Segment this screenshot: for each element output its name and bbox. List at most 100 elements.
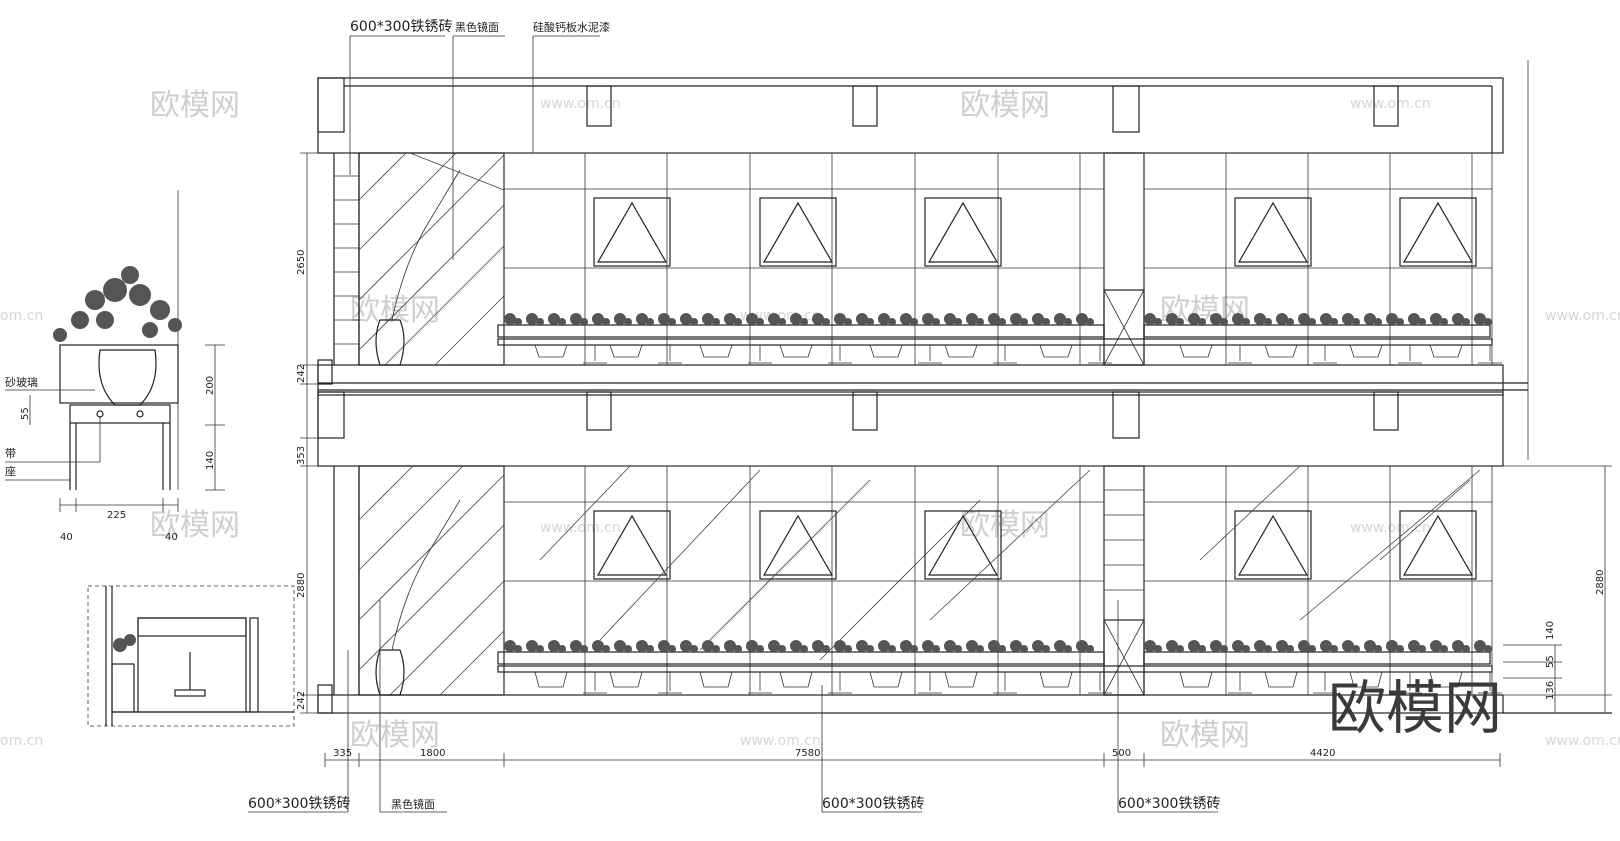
framed-art-triangle (927, 514, 999, 576)
plant-foliage (746, 640, 758, 652)
plant-foliage (844, 318, 852, 326)
plant-foliage (1430, 313, 1442, 325)
framed-art-triangle (762, 201, 834, 263)
plant-foliage (932, 318, 940, 326)
brand-logo: 欧模网 (1328, 674, 1502, 742)
chair (1429, 671, 1463, 688)
plant-foliage (900, 313, 912, 325)
mirror-panel-upper (358, 152, 505, 366)
dim-40-left: 40 (60, 532, 73, 543)
beam (586, 391, 612, 431)
plant-foliage (624, 318, 632, 326)
chair (1349, 671, 1383, 688)
plant-foliage (624, 645, 632, 653)
dim-1800: 1800 (420, 748, 445, 759)
plant-foliage (822, 318, 830, 326)
plant-foliage (954, 318, 962, 326)
plant-foliage (812, 640, 824, 652)
plant-foliage (592, 640, 604, 652)
plant-foliage (834, 640, 846, 652)
plant-foliage (690, 645, 698, 653)
framed-art-triangle (762, 514, 834, 576)
plant-foliage (900, 640, 912, 652)
planter-box (1143, 324, 1491, 338)
plant-foliage (1264, 318, 1272, 326)
plant-foliage (514, 645, 522, 653)
base-block (317, 359, 333, 385)
plant-foliage (570, 640, 582, 652)
plant-foliage (822, 645, 830, 653)
watermark-brand: 欧模网 (150, 508, 240, 543)
plant-foliage (1086, 318, 1094, 326)
plant-foliage (768, 640, 780, 652)
chair (944, 671, 978, 688)
chair (1179, 671, 1213, 688)
plant-foliage (932, 645, 940, 653)
plant-foliage (922, 313, 934, 325)
chair (1179, 344, 1213, 358)
plant-foliage (1462, 318, 1470, 326)
plant-foliage (856, 313, 868, 325)
watermark-url: www.om.cn (1545, 733, 1620, 749)
top-slab-column-left (317, 77, 345, 133)
elevation-structure (317, 60, 1612, 714)
chair (699, 671, 733, 688)
plant-foliage (1474, 313, 1486, 325)
plant-foliage (1166, 640, 1178, 652)
plant-foliage (1408, 640, 1420, 652)
plant-foliage (800, 645, 808, 653)
plant-stem (391, 169, 461, 321)
plant-foliage (702, 313, 714, 325)
dim-40-right: 40 (165, 532, 178, 543)
plant-foliage (790, 640, 802, 652)
plant-foliage (746, 313, 758, 325)
plant-foliage (1286, 645, 1294, 653)
watermark-url: om.cn (0, 308, 43, 324)
plant-foliage (998, 645, 1006, 653)
plant-foliage (1418, 645, 1426, 653)
booth-section-detail (87, 585, 295, 727)
plant-foliage (614, 640, 626, 652)
plant-foliage (976, 645, 984, 653)
plant-foliage (1396, 318, 1404, 326)
watermark-url: www.om.cn (1545, 308, 1620, 324)
dim-7580: 7580 (795, 748, 820, 759)
plant-foliage (1210, 313, 1222, 325)
plant-foliage (1032, 640, 1044, 652)
plant-foliage (778, 318, 786, 326)
plant-foliage (878, 313, 890, 325)
window-grid-lower (503, 465, 1493, 695)
plant-foliage (1188, 640, 1200, 652)
plant-foliage (558, 645, 566, 653)
framed-art-triangle (1237, 514, 1309, 576)
base-block (317, 684, 333, 714)
plant-foliage (1020, 318, 1028, 326)
plant-foliage (602, 645, 610, 653)
label-bottom-mirror: 黑色镜面 (391, 797, 435, 811)
plant-foliage (658, 640, 670, 652)
window-grid-upper (503, 152, 1493, 365)
plant-foliage (614, 313, 626, 325)
chair (1429, 344, 1463, 358)
chair (534, 671, 568, 688)
plant-foliage (944, 640, 956, 652)
framed-art (924, 510, 1002, 580)
plant-foliage (1386, 313, 1398, 325)
plant-foliage (1264, 645, 1272, 653)
middle-slab (317, 391, 1504, 467)
dim-335: 335 (333, 748, 352, 759)
plant-foliage (680, 313, 692, 325)
framed-art-triangle (596, 201, 668, 263)
plant-foliage (1154, 645, 1162, 653)
planter-box (497, 324, 1105, 338)
beam (1112, 85, 1140, 133)
watermark-brand: 欧模网 (1160, 718, 1250, 753)
plant-foliage (1330, 318, 1338, 326)
plant-foliage (910, 318, 918, 326)
plant-foliage (548, 640, 560, 652)
plant-foliage (1418, 318, 1426, 326)
plant-foliage (1144, 313, 1156, 325)
plant-foliage (756, 645, 764, 653)
plant-foliage (954, 645, 962, 653)
plant-foliage (1166, 313, 1178, 325)
